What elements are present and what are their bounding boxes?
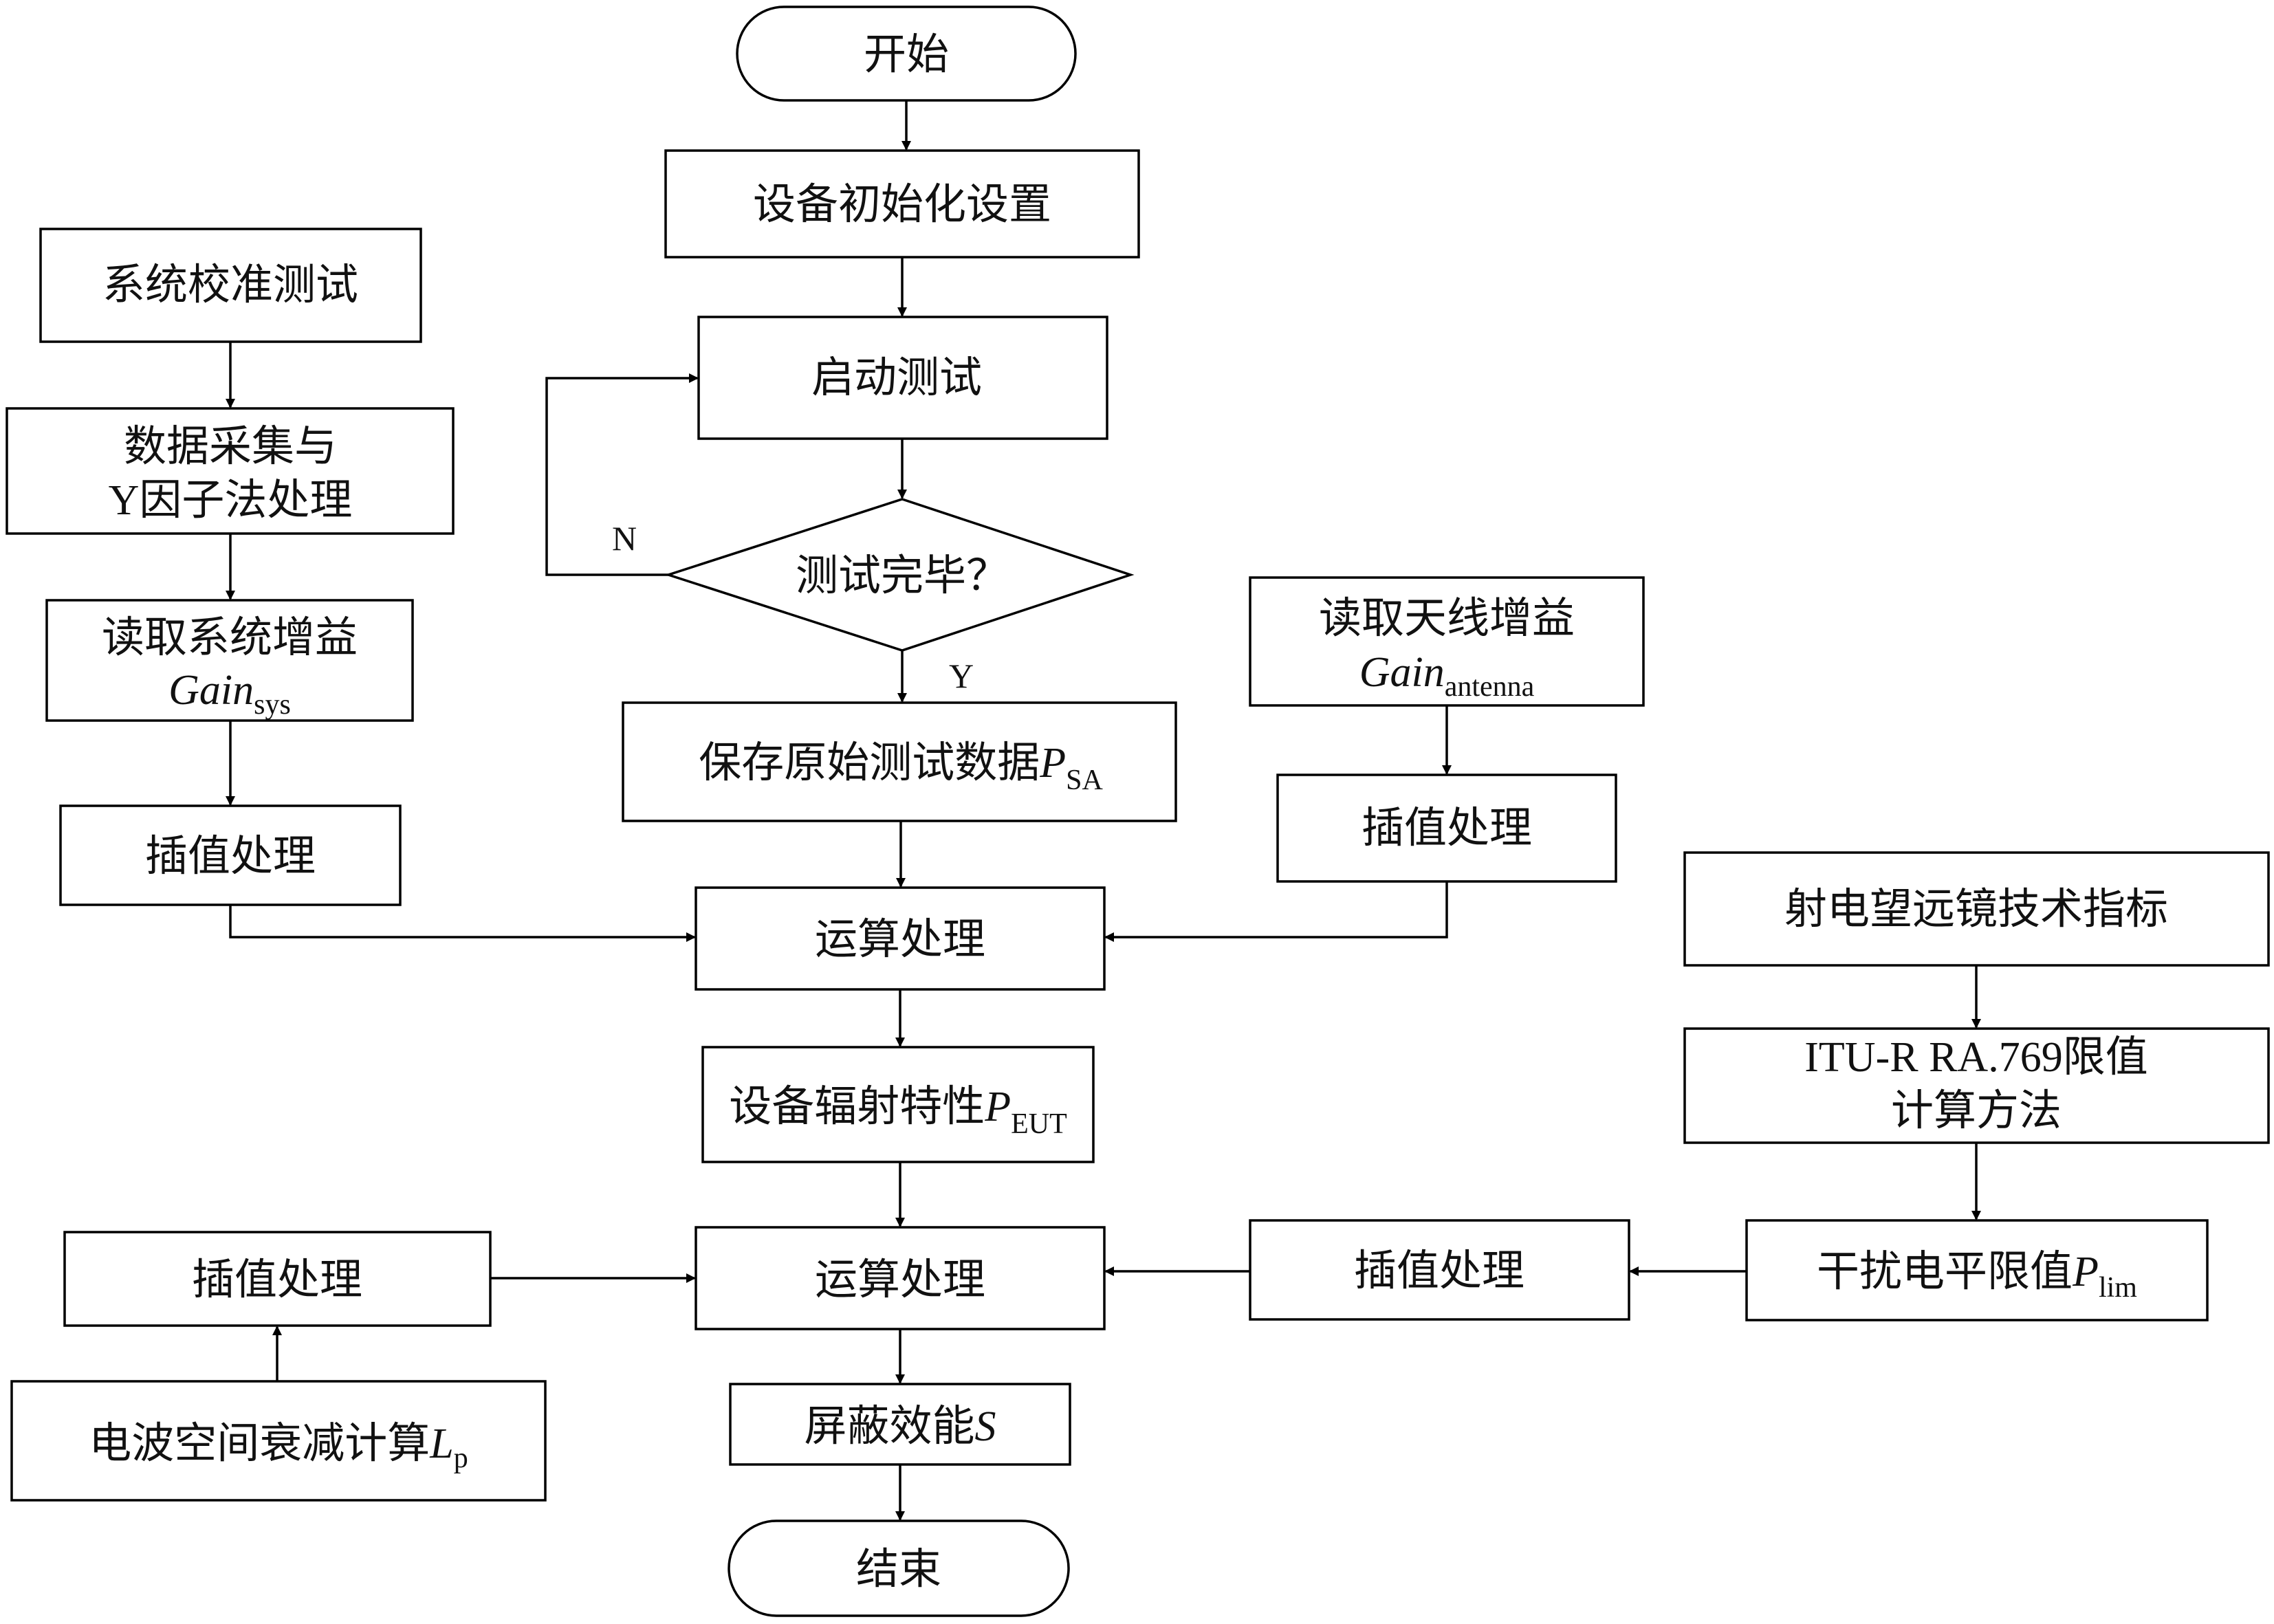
edge-interpleft-compute1 [229,905,696,942]
interp-left-label: 插值处理 [145,833,316,880]
shield-label: 屏蔽效能S [804,1403,996,1450]
read-ant-label-1: 读取天线增益 [1319,595,1575,642]
limit-label: 干扰电平限值Plim [1817,1249,2137,1304]
shield-text: 屏蔽效能 [804,1403,974,1450]
save-box [622,701,1177,822]
launch-label: 启动测试 [811,355,982,402]
read-sys-label-1: 读取系统增益 [102,615,358,661]
device-rad-text: 设备辐射特性 [729,1084,985,1130]
device-rad-sub: EUT [1011,1108,1067,1140]
wave-box [10,1380,547,1502]
save-var: P [1039,740,1066,787]
itu-box [1683,1027,2270,1144]
compute2-label: 运算处理 [815,1257,985,1304]
cal-test-box [39,228,422,343]
limit-var: P [2072,1249,2099,1295]
wave-sub: p [454,1442,468,1474]
device-rad-var: P [984,1084,1011,1130]
read-ant-sub: antenna [1445,671,1535,703]
limit-box [1745,1219,2209,1321]
device-rad-label: 设备辐射特性PEUT [729,1084,1067,1140]
read-sys-var: Gain [168,667,254,714]
acq-label-1: 数据采集与 [124,424,337,470]
interp-right-box [1249,1219,1630,1321]
wave-var: L [429,1420,453,1467]
init-box [664,149,1140,259]
read-ant-label-2: Gainantenna [1359,649,1535,703]
shield-var: S [975,1403,996,1450]
itu-label-1: ITU-R RA.769限值 [1804,1034,2147,1081]
read-ant-box [1249,576,1645,707]
cal-test-label: 系统校准测试 [102,262,358,309]
wave-label: 电波空间衰减计算Lp [89,1420,468,1474]
edge-interpant-compute1 [1104,881,1448,942]
itu-label-2: 计算方法 [1891,1088,2062,1134]
compute1-label: 运算处理 [815,917,985,963]
end-node [728,1519,1070,1617]
telescope-box [1683,851,2270,967]
edge-label-yes: Y [949,657,974,695]
interp-lp-label: 插值处理 [192,1257,362,1304]
edge-decision-no-loop [545,373,699,576]
init-label: 设备初始化设置 [753,182,1051,228]
save-text: 保存原始测试数据 [699,740,1040,787]
interp-ant-label: 插值处理 [1362,805,1532,852]
acq-label-2: Y因子法处理 [109,477,353,524]
telescope-label: 射电望远镜技术指标 [1784,886,2168,933]
compute2-box [695,1226,1106,1330]
launch-box [697,316,1108,440]
read-sys-label-2: Gainsys [168,667,291,721]
interp-lp-box [63,1231,492,1327]
save-sub: SA [1066,765,1103,796]
wave-text: 电波空间衰减计算 [89,1420,430,1467]
decision-label: 测试完毕？ [796,553,1009,600]
limit-sub: lim [2099,1272,2137,1304]
acq-box [6,407,455,535]
start-label: 开始 [864,32,949,78]
edge-label-no: N [612,519,637,558]
shield-box [729,1383,1071,1466]
save-label: 保存原始测试数据PSA [699,740,1103,796]
end-label: 结束 [856,1546,941,1593]
interp-left-box [59,804,402,906]
limit-text: 干扰电平限值 [1817,1249,2073,1295]
interp-right-label: 插值处理 [1354,1248,1524,1295]
read-sys-sub: sys [254,689,291,721]
read-sys-box [45,599,414,722]
device-rad-box [701,1046,1095,1163]
read-ant-var: Gain [1359,649,1445,696]
